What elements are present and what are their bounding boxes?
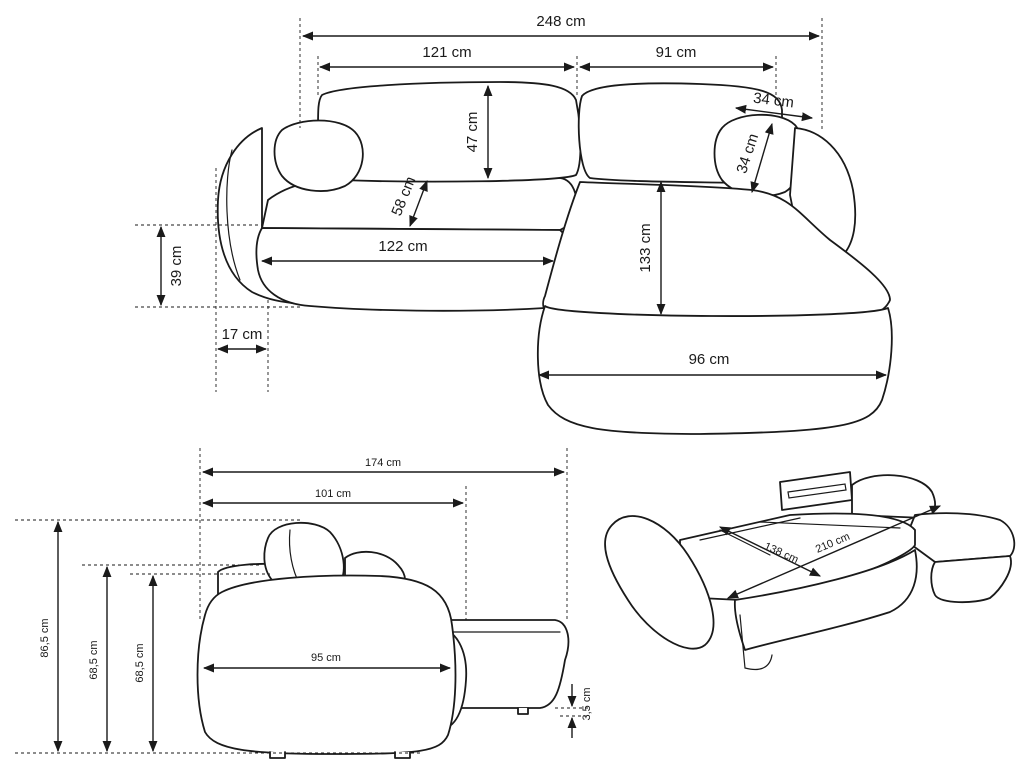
dim-side-feet-height: 3,5 cm xyxy=(581,687,593,720)
dim-side-total-height: 86,5 cm xyxy=(39,618,51,657)
top-chaise-seat xyxy=(542,181,891,319)
side-view: 174 cm 101 cm 86,5 cm 68,5 cm 68,5 cm 95… xyxy=(15,448,593,759)
dim-side-back-height: 68,5 cm xyxy=(88,640,100,679)
bed-back-pillow xyxy=(851,474,936,519)
dim-armrest-width: 17 cm xyxy=(222,326,263,343)
dim-side-back-height-2: 68,5 cm xyxy=(134,643,146,682)
dim-side-overall-depth: 174 cm xyxy=(365,457,401,469)
top-right-pillow xyxy=(713,113,804,197)
dim-overall-width: 248 cm xyxy=(536,13,585,30)
dim-chaise-width: 96 cm xyxy=(689,351,730,368)
dim-chaise-length: 133 cm xyxy=(637,223,654,272)
top-view: 248 cm 121 cm 91 cm 47 cm 34 cm 34 cm 58… xyxy=(135,13,893,435)
top-left-pillow xyxy=(273,119,364,192)
bed-chaise-top xyxy=(904,512,1016,563)
bed-lifted-panel xyxy=(604,515,715,650)
dim-seat-width: 122 cm xyxy=(378,238,427,255)
dim-backrest-height: 47 cm xyxy=(464,112,481,153)
side-chaise xyxy=(447,619,570,709)
dim-side-body-width: 95 cm xyxy=(311,652,341,664)
top-chaise-front xyxy=(536,305,893,435)
bed-chaise-front xyxy=(930,555,1012,604)
dim-side-seat-depth: 101 cm xyxy=(315,488,351,500)
side-main-body xyxy=(196,574,457,755)
dim-right-section-width: 91 cm xyxy=(656,44,697,61)
dim-left-section-width: 121 cm xyxy=(422,44,471,61)
dim-armrest-height: 39 cm xyxy=(168,246,185,287)
dim-pillow-width: 34 cm xyxy=(752,90,795,112)
bed-view: 138 cm 210 cm xyxy=(604,471,1016,671)
